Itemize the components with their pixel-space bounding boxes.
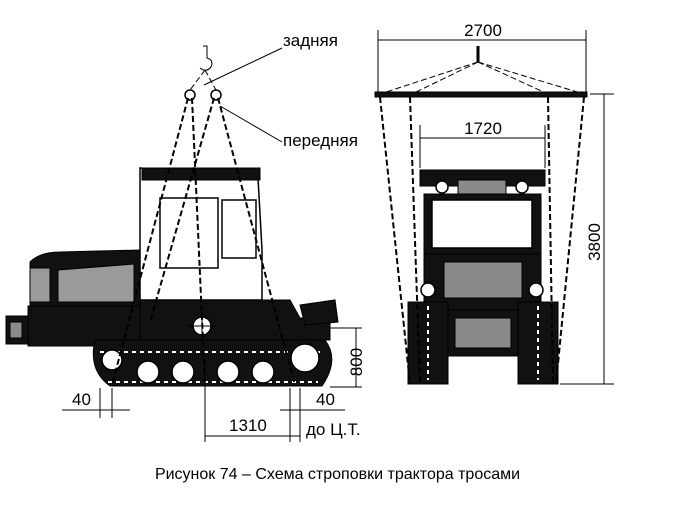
front-chain-inner-right xyxy=(547,96,554,385)
dim-40-right-value: 40 xyxy=(316,390,335,409)
road-wheel-1 xyxy=(136,360,160,384)
headlight-left xyxy=(420,282,436,298)
idler-wheel xyxy=(101,349,123,371)
spreader-chain-left-inner xyxy=(411,61,479,95)
front-grid xyxy=(454,317,512,349)
leader-rear xyxy=(203,47,283,86)
spreader-chain-right-inner xyxy=(477,61,549,95)
front-chain-right xyxy=(217,97,296,386)
roof-light-left xyxy=(435,180,449,194)
drive-sprocket xyxy=(290,343,320,373)
front-chain-left xyxy=(149,97,215,323)
hitch-plate xyxy=(9,321,23,339)
dim-800-value: 800 xyxy=(347,348,366,376)
headlight-grille xyxy=(29,267,51,303)
figure-caption: Рисунок 74 – Схема строповки трактора тр… xyxy=(154,466,521,483)
headlight-right xyxy=(528,282,544,298)
front-windshield xyxy=(431,199,533,249)
side-view: задняя передняя 800 40 40 1310 до Ц.Т. xyxy=(5,31,366,442)
rear-chain-left xyxy=(111,97,189,386)
road-wheel-2 xyxy=(171,360,195,384)
hook-chain-left xyxy=(189,69,206,91)
front-chain-outer-left xyxy=(379,96,411,385)
spreader-chain-right-outer xyxy=(477,61,585,95)
cab-roof xyxy=(141,167,261,181)
rear-chain-right xyxy=(191,97,206,386)
dim-40-left-value: 40 xyxy=(72,390,91,409)
spreader-beam xyxy=(374,91,588,98)
front-chain-inner-left xyxy=(409,96,421,385)
front-chain-outer-right xyxy=(555,96,585,385)
label-to-cg: до Ц.Т. xyxy=(306,420,361,439)
road-wheel-3 xyxy=(216,360,240,384)
dim-3800-value: 3800 xyxy=(585,223,604,261)
rear-ring xyxy=(184,89,196,101)
cab-rear-window xyxy=(221,199,257,259)
dim-1310-value: 1310 xyxy=(229,416,267,435)
dim-1720-value: 1720 xyxy=(464,119,502,138)
front-ring xyxy=(210,89,222,101)
crane-hook xyxy=(199,45,213,71)
road-wheel-4 xyxy=(251,360,275,384)
hood-side-panel xyxy=(57,263,135,303)
leader-front xyxy=(219,105,283,143)
hook-chain-right xyxy=(204,69,217,91)
label-front: передняя xyxy=(283,131,358,150)
rear-fender xyxy=(299,299,339,326)
roof-grille xyxy=(457,179,507,195)
roof-light-right xyxy=(515,180,529,194)
front-radiator xyxy=(443,261,523,299)
front-view: 2700 1720 3800 xyxy=(374,21,614,385)
label-rear: задняя xyxy=(283,31,338,50)
spreader-chain-left-outer xyxy=(379,61,479,95)
dim-2700-value: 2700 xyxy=(464,21,502,40)
